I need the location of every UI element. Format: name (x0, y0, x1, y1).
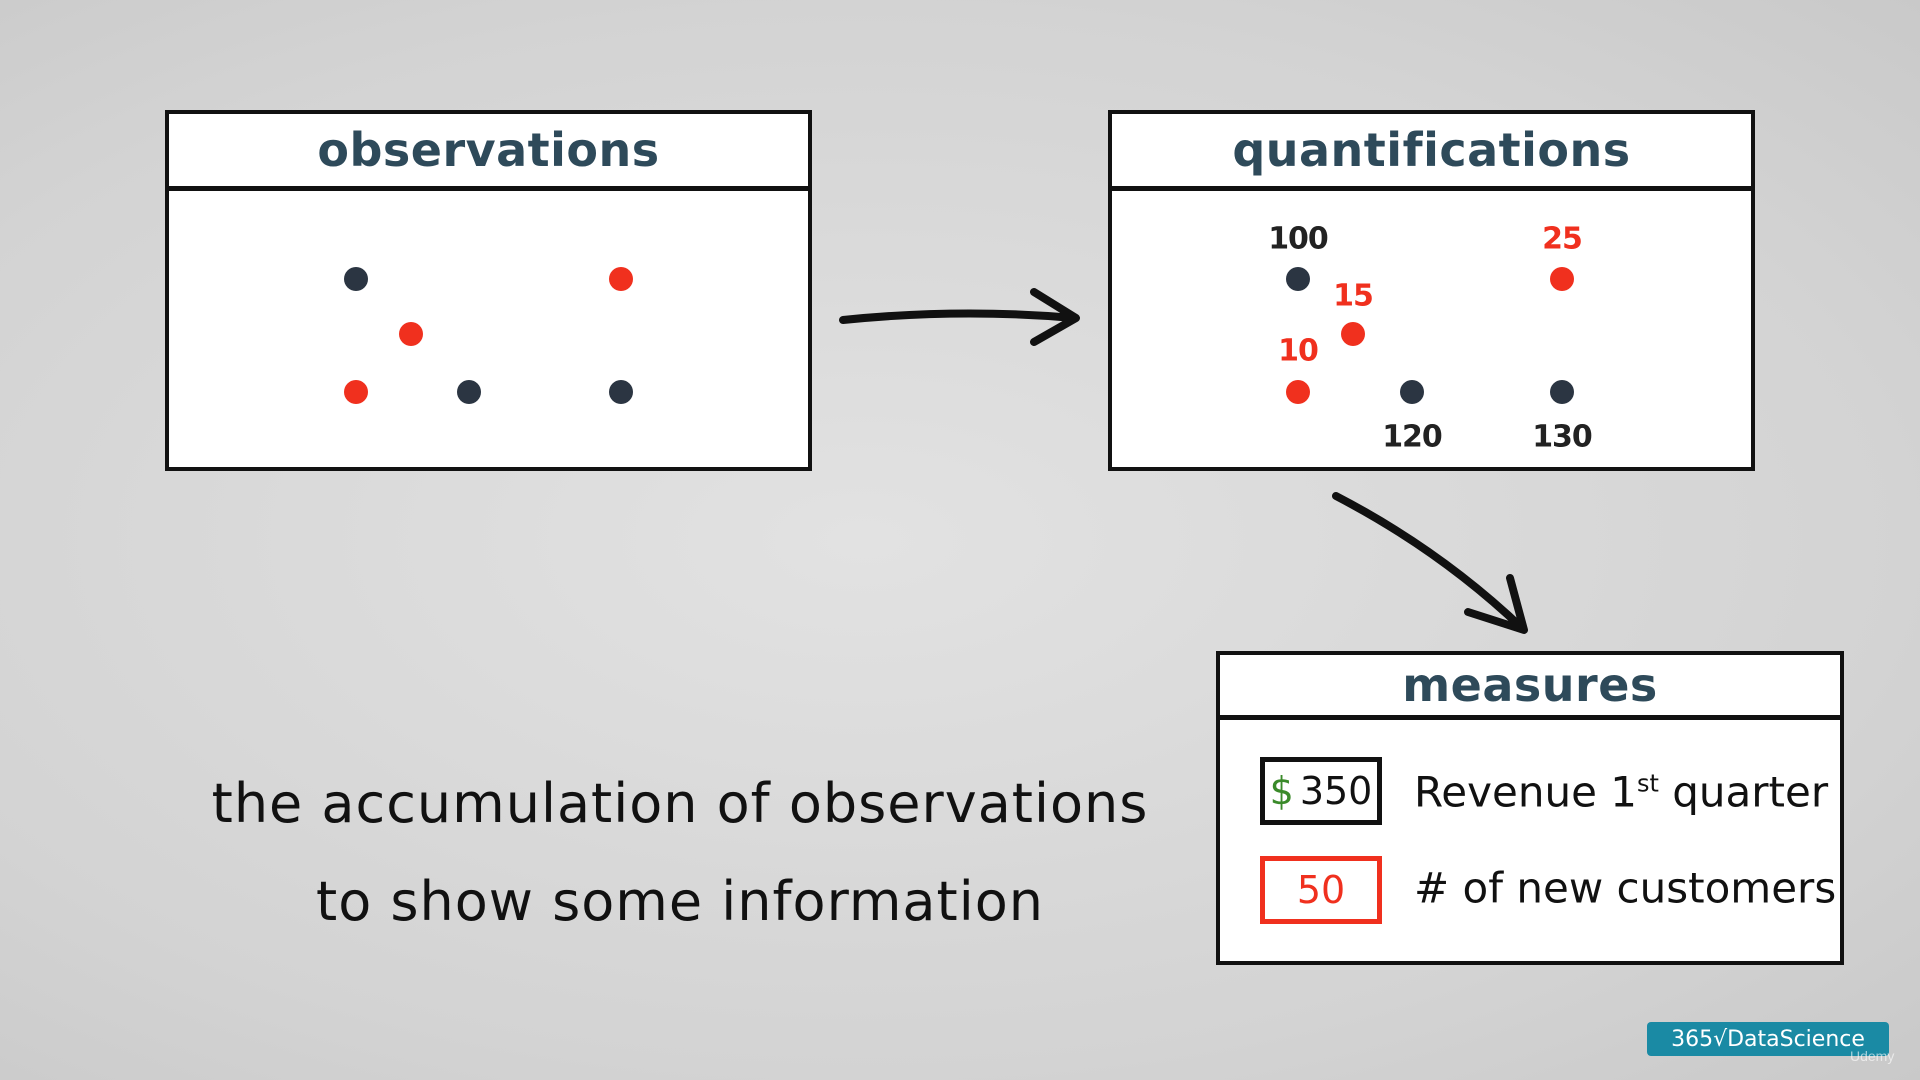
quantification-label: 120 (1382, 419, 1443, 455)
udemy-watermark: Udemy (1850, 1048, 1895, 1064)
quantification-dot (1550, 267, 1574, 291)
quantifications-title: quantifications (1112, 114, 1751, 191)
quantification-dot (1286, 380, 1310, 404)
observation-dot (457, 380, 481, 404)
brand-logo: 365√DataScience (1647, 1022, 1889, 1056)
quantification-dot (1400, 380, 1424, 404)
observations-title: observations (169, 114, 808, 191)
quantification-label: 100 (1268, 221, 1329, 257)
observation-dot (344, 267, 368, 291)
observation-dot (609, 380, 633, 404)
customers-label: # of new customers (1414, 863, 1837, 913)
revenue-label-text: Revenue 1 (1414, 767, 1637, 817)
dollar-sign: $ (1269, 769, 1294, 813)
revenue-value: 350 (1299, 769, 1373, 813)
quantification-dot (1550, 380, 1574, 404)
observation-dot (609, 267, 633, 291)
caption-line-2: to show some information (316, 870, 1044, 933)
quantifications-panel: quantifications (1108, 110, 1755, 471)
revenue-label-quarter: quarter (1672, 767, 1829, 817)
quantification-label: 130 (1532, 419, 1593, 455)
caption-line-1: the accumulation of observations (211, 772, 1149, 835)
measures-title: measures (1220, 655, 1840, 720)
arrow-right-icon (839, 288, 1080, 346)
observation-dot (399, 322, 423, 346)
quantification-label: 10 (1278, 333, 1319, 369)
arrow-down-right-icon (1332, 492, 1528, 634)
observations-panel: observations (165, 110, 812, 471)
quantification-dot (1341, 322, 1365, 346)
quantification-label: 25 (1542, 221, 1583, 257)
revenue-value-box: $ 350 (1260, 757, 1382, 825)
revenue-label: Revenue 1st quarter (1414, 768, 1828, 817)
observation-dot (344, 380, 368, 404)
quantification-dot (1286, 267, 1310, 291)
customers-value: 50 (1296, 868, 1346, 912)
customers-value-box: 50 (1260, 856, 1382, 924)
revenue-label-sup: st (1636, 769, 1659, 798)
quantification-label: 15 (1333, 278, 1374, 314)
